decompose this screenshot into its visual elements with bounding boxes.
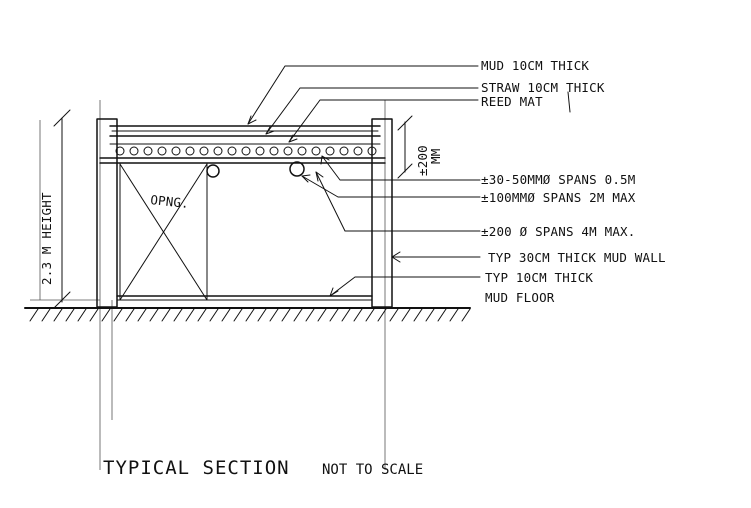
ground-hatch-stroke [281,308,291,322]
label-roof-depth-unit: MM [428,149,443,164]
ground-hatch-stroke [413,308,423,322]
ground-hatch-stroke [305,308,315,322]
ground-hatch-stroke [53,308,63,322]
small-pole [227,146,237,156]
label-roof-depth-value: ±200 [415,145,430,176]
drawing-subtitle: NOT TO SCALE [322,462,423,478]
small-pole [325,146,335,156]
ground-hatch-stroke [293,308,303,322]
ground-hatch-stroke [353,308,363,322]
small-pole [311,146,321,156]
opening [119,163,208,301]
ground-hatch-stroke [317,308,327,322]
ground-hatch-stroke [341,308,351,322]
ground-hatch-stroke [125,308,135,322]
ground-hatch-stroke [77,308,87,322]
ground-hatch-stroke [65,308,75,322]
ground-hatch-stroke [137,308,147,322]
roof-mud-layer [109,125,381,132]
ground-hatch-stroke [449,308,459,322]
label-opening: OPNG. [150,192,190,211]
label-mud: MUD 10CM THICK [481,58,589,73]
label-floor-line1: TYP 10CM THICK [485,270,593,285]
height-dimension [53,109,71,309]
label-straw: STRAW 10CM THICK [481,80,605,95]
label-reed-mat: REED MAT [481,94,543,109]
small-pole [199,146,209,156]
roof-depth-dimension [397,115,413,179]
small-pole [143,146,153,156]
ground-hatch-stroke [437,308,447,322]
left-wall [96,118,118,308]
ground-hatch-stroke [365,308,375,322]
guide-lines [30,100,386,470]
ground-hatch-stroke [401,308,411,322]
small-pole [241,146,251,156]
ground-hatch-stroke [221,308,231,322]
small-pole [157,146,167,156]
label-small-poles: ±30-50MMØ SPANS 0.5M [481,172,636,187]
label-floor-line2: MUD FLOOR [485,290,555,305]
ground-hatch-stroke [197,308,207,322]
ground-hatch-stroke [245,308,255,322]
ground [24,307,471,322]
small-pole [353,146,363,156]
ground-hatch-stroke [377,308,387,322]
small-pole [269,146,279,156]
small-pole [129,146,139,156]
ground-hatch-stroke [257,308,267,322]
ground-hatch-stroke [461,308,471,322]
small-poles-row [115,146,377,156]
large-pole [289,161,305,177]
mud-floor [116,295,373,301]
ground-hatch-stroke [425,308,435,322]
roof-beam [99,157,386,164]
ground-hatch-stroke [269,308,279,322]
ground-hatch-stroke [113,308,123,322]
small-pole [171,146,181,156]
drawing-title: TYPICAL SECTION [103,457,290,479]
ground-hatch-stroke [29,308,39,322]
small-pole [339,146,349,156]
small-pole [213,146,223,156]
right-wall [371,118,393,308]
leader-lines [247,65,571,297]
small-pole [185,146,195,156]
ground-hatch-stroke [389,308,399,322]
label-height: 2.3 M HEIGHT [39,192,54,285]
small-pole [255,146,265,156]
ground-hatch-stroke [173,308,183,322]
ground-hatch-stroke [233,308,243,322]
ground-hatch-stroke [41,308,51,322]
ground-hatch-stroke [329,308,339,322]
label-medium-pole: ±100MMØ SPANS 2M MAX [481,190,636,205]
ground-hatch-stroke [101,308,111,322]
ground-hatch-stroke [209,308,219,322]
small-pole [115,146,125,156]
medium-pole [206,164,220,178]
label-wall: TYP 30CM THICK MUD WALL [488,250,666,265]
ground-hatch-stroke [149,308,159,322]
small-pole [297,146,307,156]
small-pole [367,146,377,156]
label-large-pole: ±200 Ø SPANS 4M MAX. [481,224,636,239]
small-pole [283,146,293,156]
ground-hatch-stroke [161,308,171,322]
ground-hatch-stroke [185,308,195,322]
ground-hatch-stroke [89,308,99,322]
